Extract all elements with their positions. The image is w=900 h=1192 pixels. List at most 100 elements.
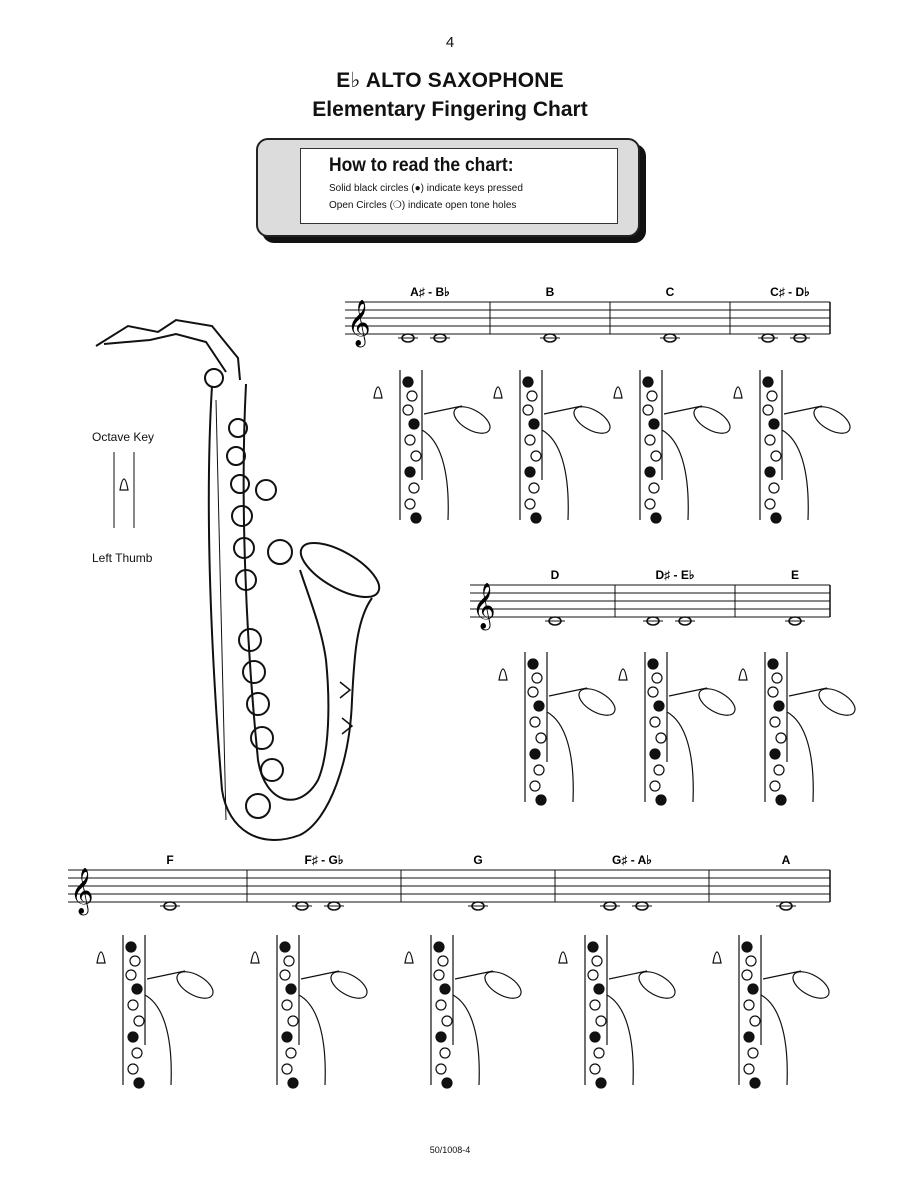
key-circle (529, 748, 541, 760)
key-circle (402, 376, 414, 388)
key-circle (526, 390, 538, 402)
key-circle (435, 1031, 447, 1043)
key-circle (283, 955, 295, 967)
key-circle (285, 983, 297, 995)
key-circle (127, 1063, 139, 1075)
key-circle (527, 658, 539, 670)
fingering-diagram (96, 935, 214, 1089)
octave-key-label: Octave Key (92, 430, 155, 444)
key-circle (764, 466, 776, 478)
octave-key-icon (113, 452, 135, 528)
key-circle (404, 466, 416, 478)
thumb-key-icon (498, 668, 508, 681)
key-circle (533, 700, 545, 712)
note-name-label: G (473, 853, 482, 867)
legend-open-text: Open Circles (❍) indicate open tone hole… (329, 200, 517, 211)
key-circle (647, 686, 659, 698)
key-circle (522, 376, 534, 388)
key-circle (404, 434, 416, 446)
key-circle (595, 1015, 607, 1027)
note-name-label: B (546, 285, 555, 299)
alto-saxophone-illustration (95, 318, 381, 841)
fingering-diagram (738, 652, 856, 806)
treble-clef-icon: 𝄞 (472, 583, 496, 631)
key-circle (775, 732, 787, 744)
key-circle (593, 1047, 605, 1059)
key-circle (408, 482, 420, 494)
key-circle (535, 794, 547, 806)
key-circle (773, 700, 785, 712)
fingering-diagram (712, 935, 830, 1089)
legend-heading: How to read the chart: (329, 155, 514, 176)
key-circle (770, 450, 782, 462)
thumb-key-icon (493, 386, 503, 399)
note-name-label: D (551, 568, 560, 582)
thumb-key-icon (558, 951, 568, 964)
key-circle (642, 376, 654, 388)
key-circle (402, 404, 414, 416)
thumb-key-icon (738, 668, 748, 681)
key-circle (653, 764, 665, 776)
key-circle (749, 1015, 761, 1027)
key-circle (133, 1077, 145, 1089)
thumb-key-icon (250, 951, 260, 964)
key-circle (441, 1015, 453, 1027)
note-name-label: C♯ - D♭ (770, 285, 810, 299)
key-circle (773, 764, 785, 776)
key-circle (770, 512, 782, 524)
key-circle (593, 983, 605, 995)
key-circle (655, 732, 667, 744)
key-circle (527, 686, 539, 698)
fingering-diagram (498, 652, 616, 806)
key-circle (767, 686, 779, 698)
key-circle (287, 1077, 299, 1089)
key-circle (281, 999, 293, 1011)
left-thumb-label: Left Thumb (92, 551, 153, 565)
key-circle (747, 983, 759, 995)
note-name-label: C (666, 285, 675, 299)
key-circle (644, 434, 656, 446)
fingering-diagram (373, 370, 491, 524)
key-circle (441, 1077, 453, 1089)
key-circle (524, 498, 536, 510)
key-circle (644, 498, 656, 510)
note-name-label: F♯ - G♭ (305, 853, 344, 867)
thumb-key-icon (613, 386, 623, 399)
key-circle (589, 1031, 601, 1043)
key-circle (647, 658, 659, 670)
key-circle (528, 418, 540, 430)
treble-clef-icon: 𝄞 (347, 300, 371, 348)
key-circle (439, 983, 451, 995)
thumb-key-icon (733, 386, 743, 399)
key-circle (642, 404, 654, 416)
key-circle (435, 999, 447, 1011)
key-circle (767, 658, 779, 670)
note-name-label: D♯ - E♭ (656, 568, 695, 582)
key-circle (133, 1015, 145, 1027)
key-circle (769, 716, 781, 728)
page-title: E♭ ALTO SAXOPHONE (336, 69, 564, 92)
key-circle (595, 1077, 607, 1089)
key-circle (279, 941, 291, 953)
legend-solid-text: Solid black circles (●) indicate keys pr… (329, 183, 523, 194)
key-circle (762, 376, 774, 388)
key-circle (285, 1047, 297, 1059)
key-circle (651, 672, 663, 684)
key-circle (587, 969, 599, 981)
key-circle (648, 418, 660, 430)
key-circle (741, 969, 753, 981)
fingering-diagram (618, 652, 736, 806)
legend-panel: How to read the chart: Solid black circl… (300, 148, 618, 224)
key-circle (129, 955, 141, 967)
key-circle (408, 418, 420, 430)
footer-code: 50/1008-4 (429, 1145, 471, 1155)
thumb-key-icon (712, 951, 722, 964)
key-circle (650, 512, 662, 524)
key-circle (529, 716, 541, 728)
key-circle (529, 780, 541, 792)
fingering-diagram (733, 370, 851, 524)
key-circle (743, 1031, 755, 1043)
